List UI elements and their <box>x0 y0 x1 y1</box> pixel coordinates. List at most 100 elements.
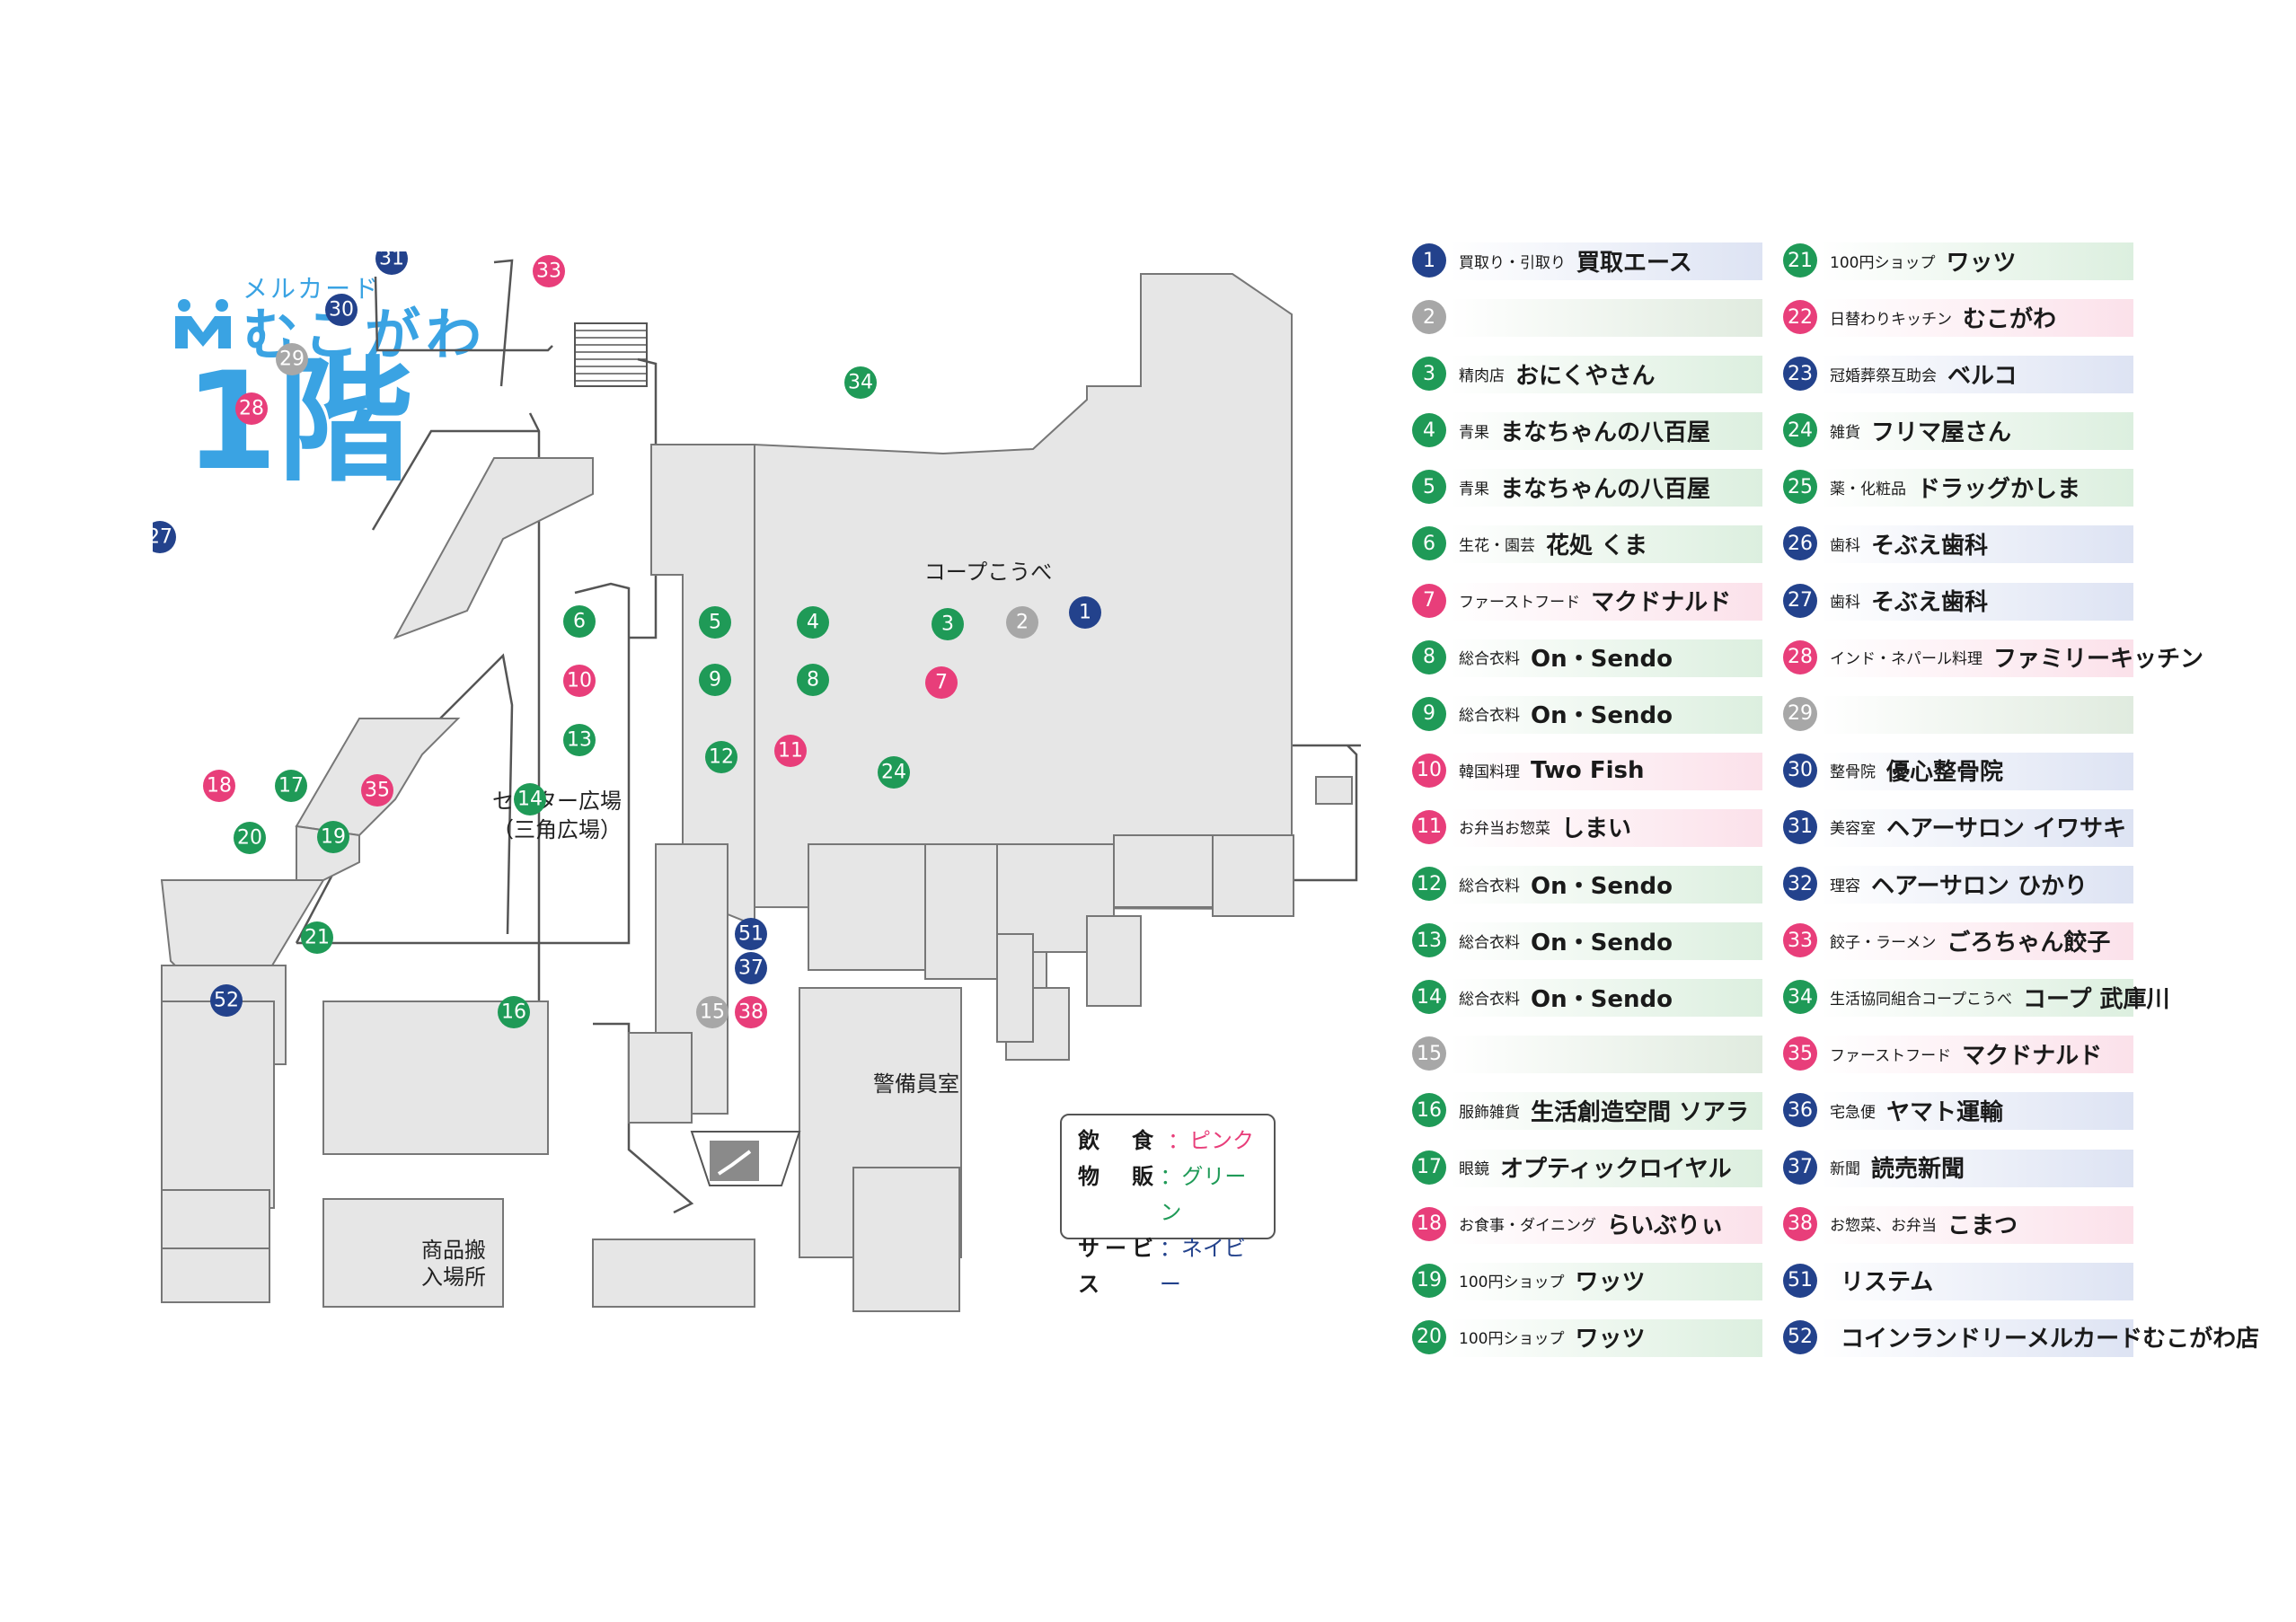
shop-name: ヤマト運輸 <box>1886 1098 2004 1126</box>
map-shop-badge: 5 <box>699 606 731 639</box>
legend-value: ：ピンク <box>1168 1128 1254 1153</box>
shop-category: 整骨院 <box>1830 763 1876 782</box>
map-badge-number: 7 <box>935 672 948 694</box>
map-badge-circle <box>275 770 307 802</box>
directory-row-band <box>1821 752 2133 790</box>
color-legend: 飲 食 ：ピンク 物 販 ：グリーン サービス ：ネイビー <box>1060 1114 1276 1297</box>
map-badge-circle <box>696 996 729 1028</box>
shop-number-badge: 32 <box>1783 867 1817 902</box>
shop-category: 総合衣料 <box>1459 933 1520 952</box>
legend-value: ：ネイビー <box>1159 1236 1246 1297</box>
shop-category: 服飾雑貨 <box>1459 1103 1520 1122</box>
directory-row-band <box>1450 412 1762 451</box>
map-badge-circle <box>533 255 565 287</box>
directory-row-band <box>1821 866 2133 904</box>
map-badge-number: 15 <box>700 1001 725 1024</box>
shop-number-badge: 24 <box>1783 413 1817 448</box>
shop-number-badge: 7 <box>1412 583 1446 618</box>
directory-row-band <box>1821 242 2133 280</box>
directory-row-band <box>1821 1318 2133 1357</box>
shop-number-badge: 30 <box>1783 753 1817 788</box>
shop-category: 生花・園芸 <box>1459 536 1535 555</box>
map-shop-badge: 28 <box>235 392 268 425</box>
directory-row-band <box>1450 1205 1762 1244</box>
shop-category: お惣菜、お弁当 <box>1830 1217 1937 1236</box>
shop-name: おにくやさん <box>1515 362 1656 390</box>
map-shop-badge: 4 <box>797 606 829 639</box>
map-shop-badge: 33 <box>533 255 565 287</box>
shop-number-badge: 16 <box>1412 1093 1446 1128</box>
shop-number-badge: 3 <box>1412 357 1446 392</box>
shop-name: On・Sendo <box>1531 872 1673 900</box>
shop-category: インド・ネパール料理 <box>1830 650 1983 669</box>
shop-name: まなちゃんの八百屋 <box>1500 419 1711 446</box>
directory-row-band <box>1450 299 1762 338</box>
legend-row-service: サービス ：ネイビー <box>1078 1230 1258 1302</box>
legend-label: サービス <box>1078 1236 1159 1297</box>
shop-category: 総合衣料 <box>1459 650 1520 669</box>
shop-category: 生活協同組合コープこうべ <box>1830 990 2012 1009</box>
place-label: 商品搬 <box>421 1238 486 1263</box>
shop-category: お食事・ダイニング <box>1459 1217 1596 1236</box>
legend-row-food: 飲 食 ：ピンク <box>1078 1123 1258 1159</box>
shop-category: ファーストフード <box>1830 1046 1952 1065</box>
map-badge-circle <box>735 918 767 950</box>
shop-number-badge: 6 <box>1412 526 1446 561</box>
shop-name: しまい <box>1561 815 1632 843</box>
shop-number-badge: 29 <box>1783 696 1817 731</box>
map-badge-number: 34 <box>848 372 873 394</box>
directory-row-band <box>1450 639 1762 677</box>
map-badge-number: 52 <box>214 990 239 1012</box>
shop-name: らいぶりぃ <box>1607 1212 1725 1240</box>
map-badge-number: 17 <box>278 775 304 798</box>
map-badge-number: 33 <box>536 260 561 283</box>
place-labels: コープこうべ センター広場 （三角広場） 警備員室 商品搬 入場所 <box>421 560 1052 1290</box>
map-badge-circle <box>235 392 268 425</box>
shop-category: 総合衣料 <box>1459 707 1520 726</box>
directory-row-band <box>1821 695 2133 734</box>
shop-category: 総合衣料 <box>1459 990 1520 1009</box>
map-shop-badge: 31 <box>375 251 408 275</box>
shop-badges: 1234567891011121314151617181920212223242… <box>153 251 1101 1028</box>
shop-number-badge: 1 <box>1412 243 1446 278</box>
directory-row-band <box>1450 525 1762 564</box>
map-badge-circle <box>705 741 737 773</box>
shop-name: On・Sendo <box>1531 646 1673 674</box>
directory-row: 15 <box>1412 1034 1762 1074</box>
shop-number-badge: 19 <box>1412 1263 1446 1298</box>
shop-category: 雑貨 <box>1830 423 1860 442</box>
map-badge-number: 30 <box>329 299 354 322</box>
shop-name: ごろちゃん餃子 <box>1947 929 2111 956</box>
map-shop-badge: 17 <box>275 770 307 802</box>
map-shop-badge: 37 <box>735 952 767 984</box>
place-label: センター広場 <box>492 789 622 814</box>
shop-category: 理容 <box>1830 877 1860 895</box>
map-badge-number: 24 <box>881 762 906 784</box>
map-shop-badge: 29 <box>276 343 308 375</box>
floor-title: 1階 <box>184 344 413 500</box>
shop-name: むこがわ <box>1963 305 2057 333</box>
map-badge-circle <box>699 664 731 696</box>
directory-row-band <box>1821 299 2133 338</box>
map-shop-badge: 35 <box>361 774 393 807</box>
directory-row-band <box>1821 356 2133 394</box>
legend-row-retail: 物 販 ：グリーン <box>1078 1159 1258 1230</box>
map-badge-circle <box>563 665 596 697</box>
map-badge-number: 29 <box>279 348 305 371</box>
shop-number-badge: 15 <box>1412 1036 1446 1071</box>
floor-map: コープこうべ センター広場 （三角広場） 警備員室 商品搬 入場所 123456… <box>153 251 1361 1312</box>
